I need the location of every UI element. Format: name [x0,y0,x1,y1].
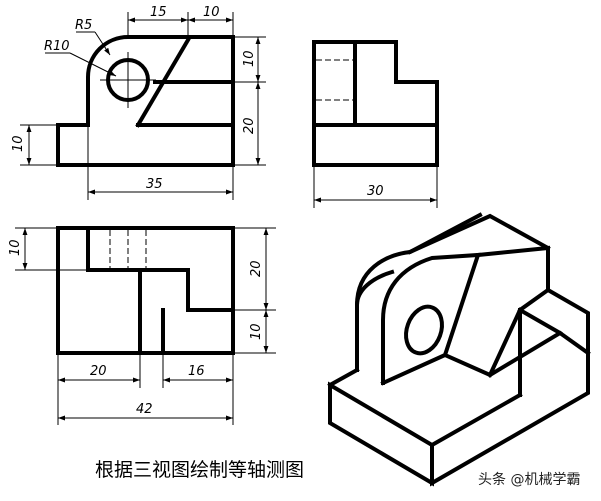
dim-r5: R5 [75,18,92,33]
dim-35: 35 [146,177,163,192]
dim-top-10-left: 10 [8,239,23,256]
dim-r10: R10 [44,39,70,54]
front-view-dimensions: 15 10 R5 R10 10 20 10 35 [11,5,266,200]
side-view: 30 [312,40,439,208]
dim-30: 30 [367,184,384,199]
iso-upright-top [407,213,551,255]
side-view-outline [312,40,439,167]
top-view [56,226,235,355]
iso-step [517,287,590,397]
iso-hole [404,304,444,356]
iso-slope-face [442,245,550,378]
top-view-outline [56,226,235,355]
iso-base-top-front [327,367,523,448]
dim-front-10-right: 10 [242,50,257,67]
iso-base-right-face [430,351,590,487]
iso-base-top-line [487,330,591,378]
iso-upright-left [355,212,483,372]
caption: 根据三视图绘制等轴测图 [95,459,304,481]
front-view [56,35,235,167]
dim-front-15: 15 [150,5,167,20]
dim-top-20-right: 20 [249,260,264,277]
watermark: 头条 @机械学霸 [478,471,580,488]
dim-base-height: 10 [11,135,26,152]
top-view-dimensions: 10 20 10 20 16 42 [8,227,276,425]
dim-top-10-right: 10 [249,323,264,340]
dim-top-16: 16 [188,364,205,379]
dim-front-10-top: 10 [203,5,220,20]
isometric-view [327,212,591,487]
dim-42: 42 [136,402,153,417]
dim-top-20-bottom: 20 [90,364,107,379]
iso-upright-face [380,252,481,386]
iso-base-front-face [328,381,434,487]
dim-front-20-right: 20 [242,117,257,134]
iso-upright-inner [354,269,395,308]
top-view-profile [86,226,235,312]
front-view-outline [56,35,235,167]
